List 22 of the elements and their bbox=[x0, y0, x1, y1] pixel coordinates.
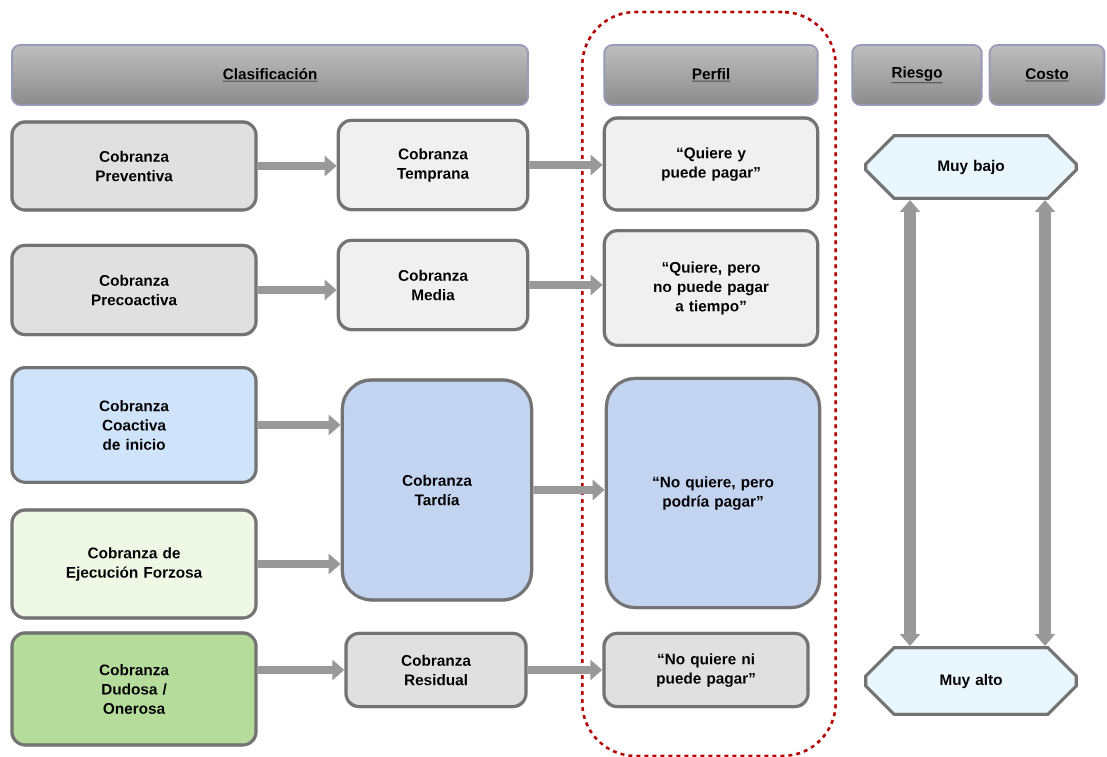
category-box: Cobranza Temprana bbox=[336, 118, 530, 212]
header-box: Clasificación bbox=[11, 44, 529, 106]
category-box: Cobranza Media bbox=[336, 238, 530, 332]
category-box: Cobranza Residual bbox=[344, 631, 528, 709]
profile-box: “No quiere, pero podría pagar” bbox=[604, 376, 822, 610]
category-box: Cobranza Dudosa / Onerosa bbox=[10, 631, 258, 747]
block-arrow bbox=[1034, 200, 1056, 646]
header-box: Costo bbox=[988, 44, 1106, 106]
profile-box: “Quiere y puede pagar” bbox=[602, 116, 820, 212]
header-box: Riesgo bbox=[851, 44, 983, 106]
category-box: Cobranza Tardía bbox=[340, 378, 534, 602]
profile-box: “Quiere, pero no puede pagar a tiempo” bbox=[602, 229, 820, 347]
header-box: Perfil bbox=[603, 44, 819, 106]
profile-box: “No quiere ni puede pagar” bbox=[602, 631, 810, 709]
level-octagon: Muy alto bbox=[864, 646, 1078, 716]
level-octagon: Muy bajo bbox=[864, 134, 1078, 200]
category-box: Cobranza de Ejecución Forzosa bbox=[10, 508, 258, 620]
category-box: Cobranza Preventiva bbox=[10, 120, 258, 212]
category-box: Cobranza Coactiva de inicio bbox=[10, 366, 258, 484]
dashed-frame bbox=[581, 10, 837, 757]
block-arrow bbox=[899, 200, 921, 646]
category-box: Cobranza Precoactiva bbox=[10, 243, 258, 337]
